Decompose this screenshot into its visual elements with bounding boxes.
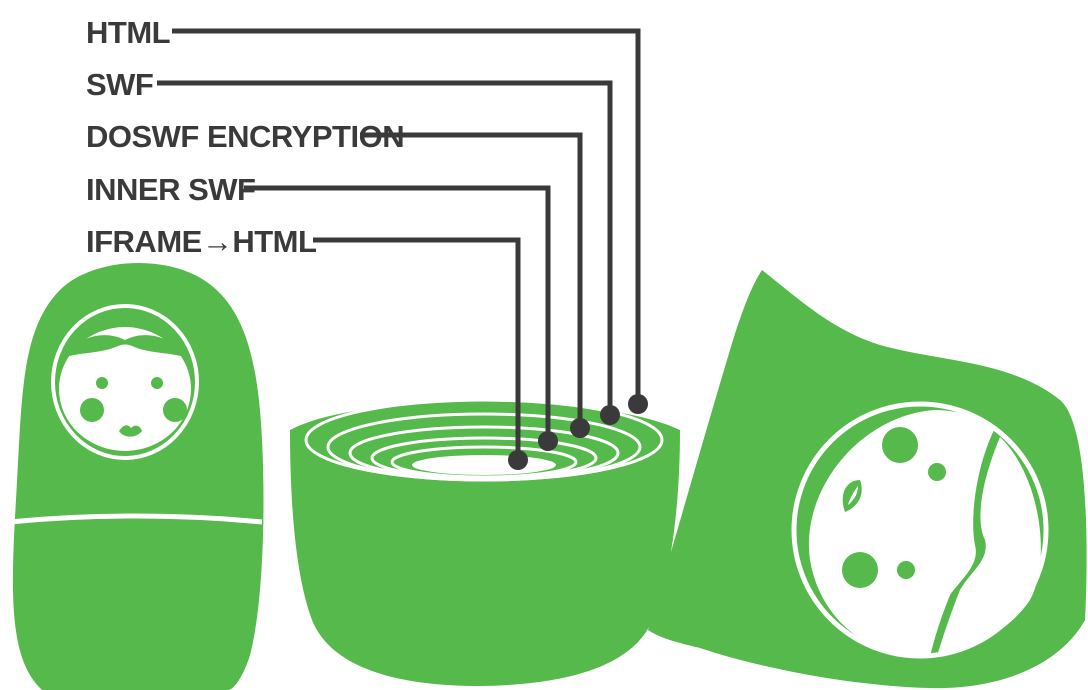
endpoint-swf <box>600 405 620 425</box>
doll-cheek-left <box>80 398 104 422</box>
doll-cheek-right <box>163 398 187 422</box>
matryoshka-doll-icon <box>9 263 264 690</box>
doll-eye-left <box>96 377 108 389</box>
lid-cheek-bottom <box>842 552 878 588</box>
doll-face-ring <box>51 304 199 460</box>
endpoint-inner-swf <box>538 431 558 451</box>
lid-eye-bottom <box>897 561 915 579</box>
doll-eye-right <box>151 377 163 389</box>
layer-labels: HTML SWF DOSWF ENCRYPTION INNER SWF IFRA… <box>86 15 405 259</box>
doll-body <box>12 263 264 690</box>
leader-line-doswf <box>360 132 583 426</box>
leader-line-iframe <box>313 237 521 460</box>
layer-label-inner-swf: INNER SWF <box>86 172 255 207</box>
bowl-inner <box>412 455 556 475</box>
leader-line-inner-swf <box>244 185 551 440</box>
leader-endpoints <box>508 394 648 470</box>
lid-cheek-top <box>882 427 918 463</box>
layer-label-swf: SWF <box>86 67 153 102</box>
doll-belt-line <box>9 513 263 525</box>
lid-face <box>808 410 1041 658</box>
layer-label-iframe-html: IFRAME→HTML <box>86 224 316 259</box>
lid-lips-highlight <box>848 486 858 505</box>
endpoint-html <box>628 394 648 414</box>
bowl-body <box>290 401 680 686</box>
open-doll-base-icon <box>290 398 680 686</box>
leader-line-swf <box>157 80 613 413</box>
leader-line-html <box>172 28 641 402</box>
doll-hair <box>62 335 188 358</box>
layer-label-html: HTML <box>86 15 170 50</box>
layer-label-doswf-encryption: DOSWF ENCRYPTION <box>86 119 404 154</box>
open-doll-top-icon <box>648 270 1087 689</box>
endpoint-iframe <box>508 450 528 470</box>
endpoint-doswf <box>570 418 590 438</box>
leader-lines <box>157 28 641 460</box>
bowl-rim-5 <box>390 445 578 479</box>
lid-eye-top <box>928 463 946 481</box>
doll-lips <box>119 425 142 437</box>
